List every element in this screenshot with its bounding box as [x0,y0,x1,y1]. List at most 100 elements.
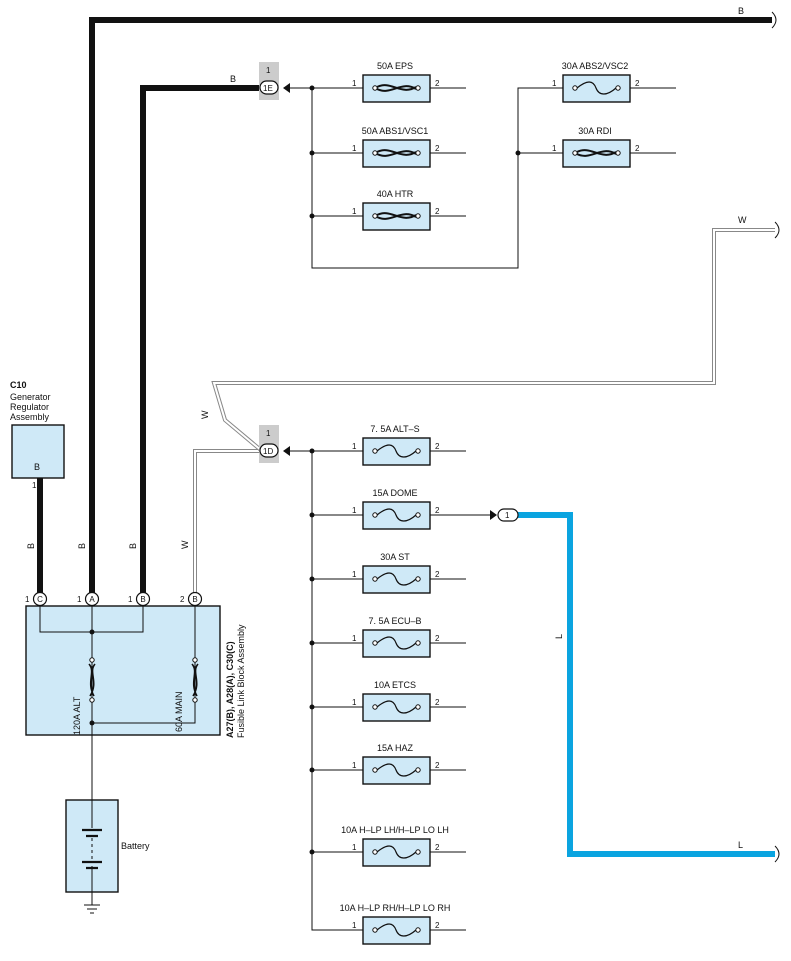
main-fusible-link-icon [191,663,199,697]
fuse-upper-right-1: 30A RDI 1 2 [552,126,640,168]
generator-pin-b: B [34,462,40,472]
continuation-mark-b [771,11,777,29]
fuse-icon [376,444,417,458]
fuse-pin-2: 2 [435,570,440,579]
wire-label-w-top: W [738,215,747,225]
fuse-lower-2: 30A ST 1 2 [352,552,440,594]
fuse-pin-1: 1 [352,442,357,451]
connector-1e-arrow [283,83,290,93]
terminal-letter: C [37,595,43,604]
terminal-pin: 1 [25,595,30,604]
flb-codes: A27(B), A28(A), C30(C) [225,641,235,738]
generator-name-line-3: Assembly [10,412,50,422]
fuse-icon [376,763,417,777]
connector-1e-pin: 1 [266,66,271,75]
fuse-label: 15A DOME [372,488,417,498]
fuse-lower-5: 15A HAZ 1 2 [352,743,440,785]
fusible-link-block [25,605,221,736]
fuse-pin-1: 1 [352,843,357,852]
fuse-pin-2: 2 [435,698,440,707]
generator-code: C10 [10,380,27,390]
alt-fusible-link-icon [88,663,96,697]
fuse-pin-2: 2 [435,843,440,852]
wire-label-l-vertical: L [554,634,564,639]
terminal-pin: 1 [128,595,133,604]
generator-name-line-1: Generator [10,392,51,402]
fuse-pin-2: 2 [635,79,640,88]
flb-main-label: 60A MAIN [174,691,184,732]
fusible-link-icon [576,149,617,157]
fuse-pin-1: 1 [352,921,357,930]
fuse-label: 50A ABS1/VSC1 [362,126,429,136]
wire-label-b-top: B [738,6,744,16]
terminal-pin: 2 [180,595,185,604]
fuse-pin-2: 2 [435,921,440,930]
connector-1e-label: 1E [263,84,273,93]
fuse-label: 30A ST [380,552,410,562]
connector-1 [497,508,519,522]
connector-1e [259,80,279,95]
fuse-label: 15A HAZ [377,743,414,753]
fuse-label: 10A H–LP RH/H–LP LO RH [340,903,451,913]
wire-label-b-a: B [77,543,87,549]
fuse-pin-1: 1 [552,144,557,153]
wire-b-to-1e [140,85,262,596]
continuation-mark-l [774,845,780,863]
fuse-pin-1: 1 [552,79,557,88]
fuse-pin-2: 2 [435,79,440,88]
fusible-link-icon [376,149,417,157]
wire-label-w-mid: W [200,410,210,419]
fuse-label: 30A RDI [578,126,612,136]
connector-1d [259,443,279,458]
connector-1-arrow [490,510,497,520]
fuse-icon [376,923,417,937]
wire-b-main [89,17,772,596]
connector-1-label: 1 [505,511,510,520]
terminal-letter: B [192,595,197,604]
fuse-pin-2: 2 [635,144,640,153]
wire-w-flb [193,449,262,596]
terminal-circle [135,591,151,607]
connector-1d-arrow [283,446,290,456]
fuse-lower-7: 10A H–LP RH/H–LP LO RH 1 2 [340,903,451,945]
fusible-link-icon [376,212,417,220]
lower-bus [290,450,363,931]
fuse-pin-1: 1 [352,761,357,770]
fuse-pin-2: 2 [435,207,440,216]
wire-label-b-b: B [128,543,138,549]
wire-w-upper [211,228,775,453]
continuation-mark-w [774,221,780,239]
terminal-letter: B [140,595,145,604]
flb-name: Fusible Link Block Assembly [236,624,246,738]
fuse-pin-2: 2 [435,761,440,770]
fuse-icon [576,81,617,95]
connector-1d-label: 1D [263,447,273,456]
fuse-label: 7. 5A ECU–B [368,616,421,626]
fuse-pin-1: 1 [352,634,357,643]
generator-name-line-2: Regulator [10,402,49,412]
fuse-pin-1: 1 [352,570,357,579]
fuse-pin-2: 2 [435,506,440,515]
fuse-lower-0: 7. 5A ALT–S 1 2 [352,424,440,466]
wire-l [518,512,775,857]
terminal-pin: 1 [77,595,82,604]
wire-label-b-gen: B [26,543,36,549]
battery-cells-icon [82,828,102,870]
fuse-label: 7. 5A ALT–S [370,424,419,434]
ground-icon [84,904,100,914]
flb-alt-label: 120A ALT [72,696,82,735]
wire-label-l-end: L [738,840,743,850]
fuse-pin-1: 1 [352,144,357,153]
fuse-pin-2: 2 [435,442,440,451]
wire-label-w-low: W [180,540,190,549]
